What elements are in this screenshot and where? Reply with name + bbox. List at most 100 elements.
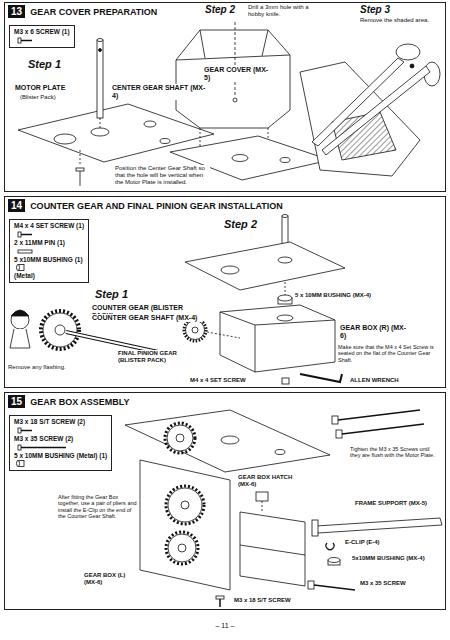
part-icon	[17, 461, 20, 467]
gear-box-l	[166, 486, 204, 524]
motor-plate	[280, 158, 290, 163]
center-gear-shaft	[99, 49, 102, 52]
final-pinion-gear	[186, 321, 205, 340]
final-pinion-gear	[184, 319, 206, 341]
part-label: 5x10MM BUSHING (MX-4)	[352, 555, 438, 562]
gear-cover	[233, 98, 237, 102]
gear-box-r	[220, 305, 335, 372]
m3x35-screw	[342, 424, 424, 434]
note-text: Remove the shaded area.	[360, 17, 444, 24]
part-label: GEAR BOX (L) (MX-6)	[84, 572, 138, 586]
part-icon	[18, 250, 32, 253]
part-label: FINAL PINION GEAR (BLISTER PACK)	[118, 350, 194, 364]
step-number: 13	[8, 5, 25, 18]
set-screw	[282, 378, 289, 384]
motor-plate	[160, 139, 170, 144]
motor-plate	[185, 242, 345, 290]
frame-support	[312, 518, 442, 536]
gear-cover	[176, 55, 290, 60]
part-icon	[14, 443, 70, 452]
part-icon	[14, 247, 70, 256]
motor-plate	[144, 121, 156, 127]
part-label: GEAR BOX HATCH (MX-6)	[238, 474, 302, 488]
motor-plate	[185, 242, 345, 290]
part-icon	[18, 232, 21, 237]
small-screw	[80, 150, 81, 164]
note-text: Remove any flashing.	[8, 364, 92, 371]
motor-plate	[221, 266, 239, 274]
step-heading: Step 3	[360, 4, 410, 16]
bushing	[328, 558, 340, 566]
gear-box-hatch	[256, 492, 268, 512]
m3x35-screw	[336, 430, 342, 438]
gear-box-l	[168, 488, 202, 522]
cartoon-figure	[11, 310, 29, 316]
note-text: Make sure that the M4 x 4 Set Screw is s…	[338, 344, 438, 363]
m3x35-screw	[338, 410, 420, 420]
counter-gear	[55, 325, 65, 335]
section-header: 15GEAR BOX ASSEMBLY	[8, 395, 129, 408]
part-icon	[18, 445, 21, 450]
small-screw	[80, 171, 81, 186]
m3x35-screw	[308, 581, 314, 589]
parts-entry: 5 x10MM BUSHING (1)	[14, 256, 84, 273]
m3x35-screw	[308, 581, 355, 590]
step-heading: Step 2	[224, 218, 274, 231]
counter-gear	[43, 313, 77, 347]
gear-cover	[200, 128, 201, 146]
center-gear-shaft	[97, 39, 103, 42]
motor-plate	[221, 436, 239, 444]
motor-plate	[54, 134, 76, 144]
motor-plate	[91, 128, 109, 136]
st-screw	[219, 599, 221, 607]
final-pinion-gear	[184, 319, 240, 341]
gear-box-r	[240, 512, 305, 586]
counter-gear	[165, 423, 195, 453]
gear-box-l	[140, 460, 230, 590]
part-icon	[17, 265, 25, 271]
part-icon	[14, 230, 70, 239]
part-label: ALLEN WRENCH	[350, 377, 430, 384]
motor-plate	[275, 450, 285, 455]
section-header: 14COUNTER GEAR AND FINAL PINION GEAR INS…	[8, 199, 283, 212]
counter-gear	[176, 434, 184, 442]
part-label: COUNTER GEAR SHAFT (MX-4)	[92, 314, 202, 322]
part-icon	[18, 232, 32, 237]
gear-cover	[176, 30, 290, 128]
part-label: CENTER GEAR SHAFT (MX-4)	[112, 84, 208, 100]
part-icon	[18, 38, 21, 43]
part-name: M3 x 35 SCREW (2)	[14, 435, 107, 443]
part-label: (Blister Pack)	[20, 94, 84, 101]
part-label: GEAR COVER (MX-5)	[204, 66, 270, 82]
allen-wrench	[300, 374, 342, 382]
part-icon	[18, 428, 32, 433]
st-screw	[216, 596, 224, 607]
allen-wrench	[300, 374, 342, 382]
gear-box-r	[240, 545, 305, 555]
e-clip	[326, 543, 334, 550]
part-icon	[17, 461, 25, 467]
center-gear-shaft	[100, 118, 101, 130]
part-icon	[14, 36, 70, 45]
part-icon	[21, 40, 32, 42]
scissors	[312, 44, 440, 155]
part-icon	[21, 430, 32, 432]
part-name: M3 x 6 SCREW (1)	[14, 28, 70, 36]
cartoon-figure	[11, 311, 29, 329]
center-gear-shaft	[97, 40, 103, 118]
part-icon	[21, 446, 66, 448]
gear-box-l	[140, 460, 230, 590]
step-heading: Step 1	[28, 58, 72, 71]
part-icon	[18, 38, 32, 43]
parts-list-box: M4 x 4 SET SCREW (1)2 x 11MM PIN (1)5 x1…	[9, 219, 89, 283]
step-number: 14	[8, 199, 25, 212]
part-label: E-CLIP (E-4)	[345, 539, 405, 546]
part-icon	[14, 459, 70, 468]
note-text: After fitting the Gear Box together, use…	[58, 494, 138, 519]
motor-plate	[278, 257, 292, 263]
gear-box-l	[166, 532, 198, 564]
frame-support	[316, 518, 442, 533]
st-screw	[216, 596, 224, 599]
note-text: Tighten the M3 x 35 Screws until they ar…	[350, 446, 440, 459]
m3x35-screw	[332, 416, 338, 424]
